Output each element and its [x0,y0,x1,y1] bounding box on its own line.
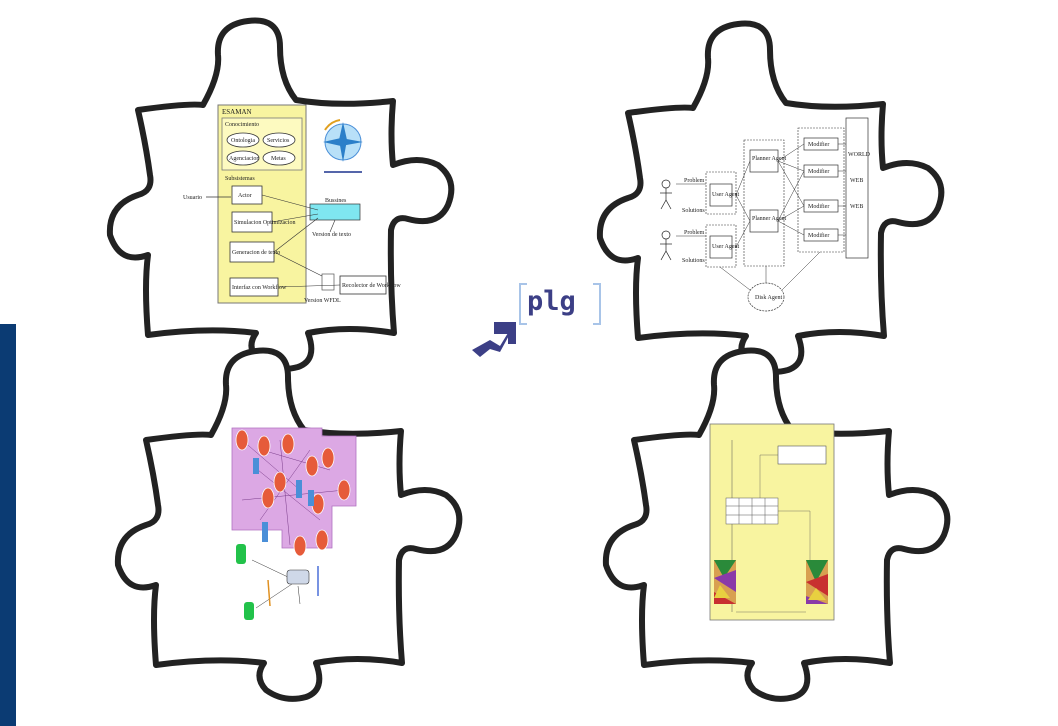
oval-agenciacion: Agenciacion [229,156,259,162]
subsistemas-label: Subsistemas [225,176,255,182]
problem-label-1: Problem [684,178,705,184]
problem-label-2: Problem [684,230,705,236]
web-label-1: WEB [850,178,863,184]
side-bar [0,324,16,726]
green-nodes [236,544,254,620]
grid-table [725,497,779,525]
yellow-panel-diagram [709,423,835,621]
compass-logo [323,119,363,173]
planner-agent-2: Planner Agent [752,216,786,222]
box-simulacion: Simulacion Optimizacion [234,220,296,226]
mosaic-right [806,560,828,604]
box-actor: Actor [238,193,252,199]
box-interfaz: Interfaz con Workflow [232,284,287,291]
network-diagram [231,427,357,620]
usuario-label: Usuario [183,195,202,201]
arrow-icon [472,322,516,357]
logo-bracket-left [519,283,527,325]
blue-nodes [253,458,314,542]
recolector-label: Recolector de Workflow [342,282,401,289]
agents-diagram: Problem Solutions Problem Solutions User… [660,117,871,312]
mosaic-left [714,560,736,604]
web-label-2: WEB [850,204,863,210]
oval-ontologia: Ontologia [231,138,255,144]
version-texto-label: Version de texto [312,232,351,238]
world-label: WORLD [848,152,871,158]
solutions-label-1: Solutions [682,208,705,214]
red-nodes [235,429,351,557]
box-generacion: Generacion de texto [232,250,280,256]
puzzle-piece-top-right [600,24,941,372]
logo-bracket-right [593,283,601,325]
svg-text:Modifier: Modifier [808,168,829,175]
plg-logo: plg [519,283,601,325]
svg-text:Modifier: Modifier [808,232,829,239]
planner-agent-1: Planner Agent [752,156,786,162]
esaman-header: ESAMAN [222,108,252,116]
modifier-boxes: Modifier Modifier Modifier Modifier [803,137,839,242]
oval-servicios: Servicios [267,138,290,144]
disk-agent-label: Disk Agent [755,295,783,301]
conocimiento-label: Conocimiento [225,122,259,128]
user-figures [660,179,672,261]
oval-metas: Metas [271,156,286,162]
bussines-label: Bussines [325,198,347,204]
svg-text:Modifier: Modifier [808,203,829,210]
solutions-label-2: Solutions [682,258,705,264]
user-agent-1: User Agent [712,192,739,198]
esaman-diagram: ESAMAN Conocimiento Ontologia Servicios … [183,104,401,304]
logo-text: plg [527,286,576,317]
version-wfdl-label: Version WFDL [304,298,341,304]
user-agent-2: User Agent [712,244,739,250]
svg-text:Modifier: Modifier [808,141,829,148]
